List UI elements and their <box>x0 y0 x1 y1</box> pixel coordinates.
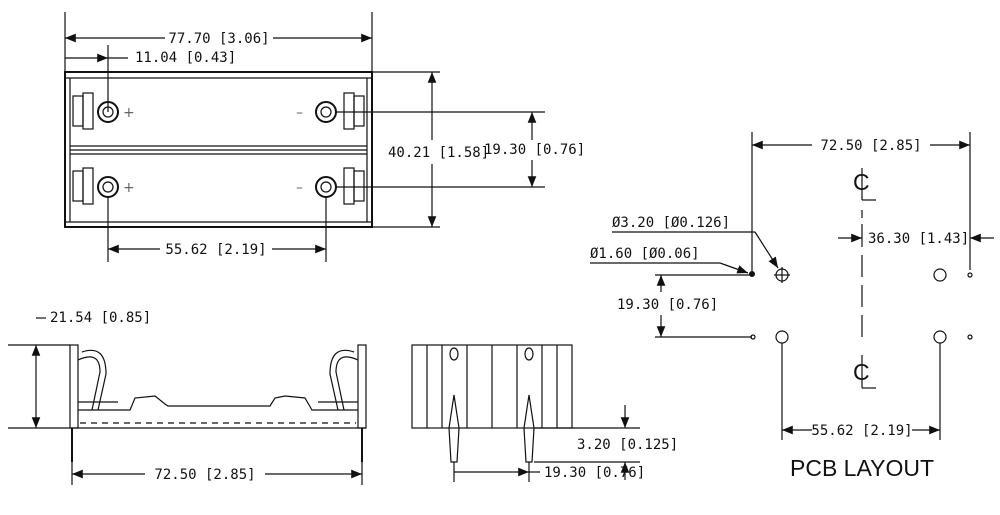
pcb-layout: 72.50 [2.85] C C 36.30 [1.43] Ø3.20 [Ø0.… <box>590 132 994 481</box>
hole-large-label: Ø3.20 [Ø0.126] <box>612 215 730 231</box>
base-width-label: 72.50 [2.85] <box>154 467 255 483</box>
pcb-width-label: 72.50 [2.85] <box>820 138 921 154</box>
terminal-hole <box>315 176 337 198</box>
hole-small-label: Ø1.60 [Ø0.06] <box>590 246 700 262</box>
cell-pitch-label: 19.30 [0.76] <box>484 142 585 158</box>
centerline-symbol-bottom: C <box>853 359 870 385</box>
pcb-mount-hole <box>967 334 973 340</box>
side-view: 21.54 [0.85] 72.50 [2.85] <box>8 310 367 485</box>
terminal-span-label: 55.62 [2.19] <box>165 242 266 258</box>
minus-sign: – <box>296 180 303 196</box>
overall-width-label: 77.70 [3.06] <box>168 31 269 47</box>
pin-pitch-label: 19.30 [0.76] <box>544 465 645 481</box>
pin-length-label: 3.20 [0.125] <box>577 437 678 453</box>
pcb-layout-title: PCB LAYOUT <box>790 455 934 481</box>
pcb-mount-hole <box>967 272 973 278</box>
terminal-hole <box>97 101 119 123</box>
overall-height-label: 40.21 [1.58] <box>388 145 489 161</box>
pcb-pad-span-label: 55.62 [2.19] <box>811 423 912 439</box>
terminal-hole <box>315 101 337 123</box>
minus-sign: – <box>296 105 303 121</box>
side-height-label: 21.54 [0.85] <box>50 310 151 326</box>
end-view: 3.20 [0.125] 19.30 [0.76] <box>411 344 678 482</box>
top-view: 77.70 [3.06] 11.04 [0.43] <box>64 12 585 262</box>
plus-sign: + <box>123 105 135 121</box>
pcb-half-width-label: 36.30 [1.43] <box>868 231 969 247</box>
centerline-symbol-top: C <box>853 169 870 195</box>
plus-sign: + <box>123 180 135 196</box>
terminal-hole <box>97 176 119 198</box>
pcb-pad <box>775 330 789 344</box>
pcb-pad <box>933 330 947 344</box>
terminal-offset-label: 11.04 [0.43] <box>135 50 236 66</box>
pcb-mount-hole <box>750 334 756 340</box>
pcb-pad <box>933 268 947 282</box>
pcb-row-pitch-label: 19.30 [0.76] <box>617 297 718 313</box>
